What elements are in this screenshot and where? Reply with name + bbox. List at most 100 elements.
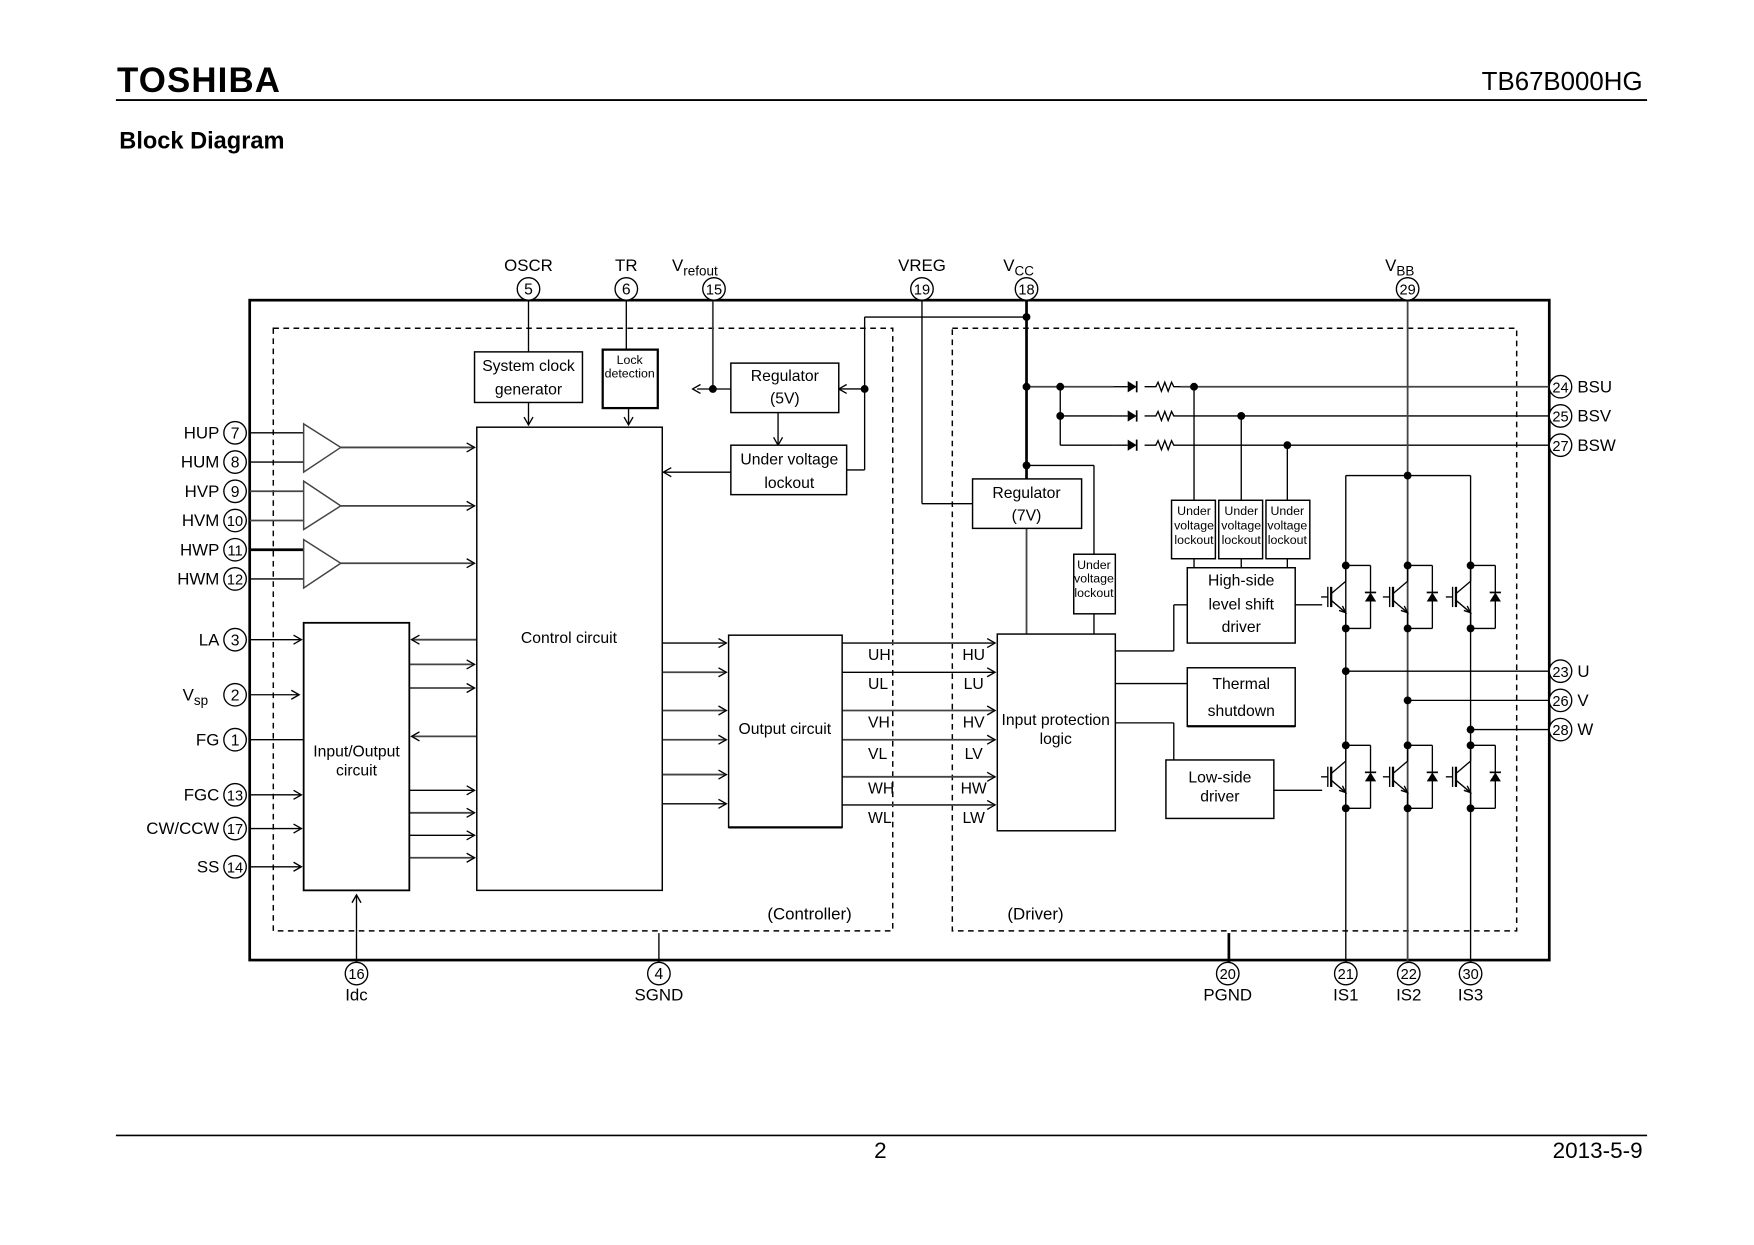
driver-region — [951, 327, 1518, 932]
igbt-bridge — [1321, 561, 1501, 813]
block-lock-detection: Lock detection — [601, 348, 659, 410]
junction-dot — [1190, 382, 1198, 391]
page-number: 2 — [874, 1138, 887, 1163]
pin-circle — [1215, 961, 1240, 986]
arrowhead — [718, 769, 728, 780]
pin-circle — [223, 508, 247, 533]
pin-number: 10 — [227, 514, 243, 530]
block-control-circuit: Control circuit — [476, 426, 664, 892]
junction-dots — [708, 313, 1475, 734]
hall-comparators — [302, 422, 343, 590]
pin-3: 3LA — [199, 627, 247, 652]
svg-text:driver: driver — [1222, 619, 1261, 636]
arrowhead — [466, 852, 476, 863]
pin-circle — [516, 277, 541, 301]
svg-text:Under: Under — [1224, 504, 1258, 518]
pin-label: HWP — [180, 540, 219, 559]
pin-number: 14 — [227, 860, 243, 876]
pin-circle — [1548, 433, 1573, 458]
arrowhead — [691, 383, 701, 395]
svg-text:Input protection: Input protection — [1002, 712, 1110, 729]
arrowhead — [718, 734, 728, 745]
junction-dot — [860, 385, 869, 393]
arrowhead — [718, 798, 728, 809]
junction-dot — [1056, 382, 1065, 391]
resistor-icon — [1144, 438, 1181, 452]
pin-number: 20 — [1220, 967, 1236, 983]
pin-label: FGC — [184, 785, 220, 804]
pin-number: 1 — [231, 732, 240, 749]
arrowhead — [410, 634, 420, 645]
signal-label-in: LU — [964, 676, 984, 693]
arrowheads — [290, 383, 997, 904]
pin-label: SGND — [635, 986, 684, 1005]
pin-circle — [1548, 374, 1573, 399]
pin-label: BSW — [1577, 436, 1615, 455]
svg-text:Under voltage: Under voltage — [740, 451, 838, 468]
bootstrap-diodes-resistors — [1113, 380, 1181, 452]
igbt-icon — [1445, 741, 1501, 813]
block-output-circuit: Output circuit — [727, 634, 843, 829]
svg-text:(5V): (5V) — [770, 391, 800, 408]
pin-number: 6 — [622, 282, 631, 299]
svg-text:lockout: lockout — [1268, 533, 1308, 547]
signal-label-out: WL — [868, 810, 892, 827]
signal-label-in: HU — [962, 647, 985, 664]
svg-text:circuit: circuit — [336, 763, 378, 780]
junction-dot — [1022, 313, 1031, 321]
pin-number: 8 — [231, 455, 240, 472]
resistor-icon — [1144, 380, 1181, 394]
pin-circle — [223, 682, 247, 707]
arrowhead — [986, 799, 997, 811]
pin-circle — [1395, 277, 1420, 301]
pin-circle — [223, 816, 247, 841]
pin-label: W — [1577, 720, 1593, 739]
svg-text:lockout: lockout — [1074, 586, 1114, 600]
pin-label: HUP — [184, 423, 220, 442]
arrowhead — [718, 637, 728, 649]
block-regulator-7v: Regulator (7V) — [971, 478, 1083, 530]
block-input-protection: Input protection logic — [996, 633, 1117, 832]
pin-circle — [910, 277, 934, 301]
pin-circle — [223, 782, 247, 807]
resistor-icon — [1144, 409, 1181, 423]
svg-text:detection: detection — [605, 367, 655, 381]
block-io-circuit: Input/Output circuit — [302, 621, 411, 892]
signal-label-out: VH — [868, 714, 890, 731]
arrowhead — [986, 667, 997, 678]
pin-circle — [1014, 277, 1039, 301]
controller-region-label: (Controller) — [767, 905, 851, 924]
svg-text:Under: Under — [1077, 558, 1111, 572]
igbt-icon — [1321, 741, 1377, 813]
section-title: Block Diagram — [119, 128, 284, 154]
pin-label: VCC — [1003, 256, 1034, 278]
pin-circle — [223, 567, 247, 591]
arrowhead — [523, 416, 534, 427]
signal-label-in: LW — [962, 810, 985, 827]
svg-text:Thermal: Thermal — [1212, 676, 1270, 693]
pin-circle — [1548, 659, 1573, 684]
svg-text:Control circuit: Control circuit — [521, 630, 618, 647]
arrowhead — [293, 789, 303, 800]
pin-label: VBB — [1385, 256, 1414, 278]
pin-number: 21 — [1338, 967, 1354, 983]
svg-text:(7V): (7V) — [1012, 508, 1042, 525]
junction-dot — [1237, 412, 1246, 420]
block-thermal-shutdown: Thermal shutdown — [1186, 667, 1296, 728]
pin-6: 6TR — [614, 256, 639, 301]
arrowhead — [466, 558, 476, 569]
diode-icon — [1127, 439, 1137, 451]
junction-dot — [708, 385, 717, 393]
